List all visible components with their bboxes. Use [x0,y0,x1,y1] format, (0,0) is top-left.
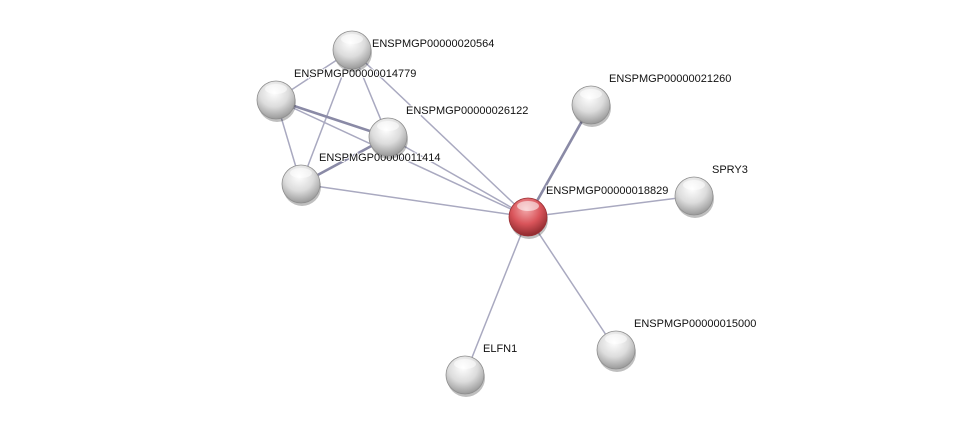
node-enspmgp00000011414[interactable] [281,164,321,206]
node-enspmgp00000021260[interactable] [571,85,611,127]
node-label: ELFN1 [483,343,517,355]
edge-enspmgp00000014779-enspmgp00000018829[interactable] [275,99,529,218]
edge-enspmgp00000018829-spry3[interactable] [527,195,695,218]
node-enspmgp00000020564[interactable] [332,30,372,72]
node-label: ENSPMGP00000021260 [609,73,731,85]
node-label: ENSPMGP00000011414 [319,152,441,164]
node-enspmgp00000014779[interactable] [256,80,296,122]
node-enspmgp00000026122[interactable] [368,117,408,159]
node-label: ENSPMGP00000020564 [372,38,494,50]
node-spry3[interactable] [674,176,714,218]
node-enspmgp00000015000[interactable] [596,330,636,372]
node-label: SPRY3 [712,164,748,176]
edge-enspmgp00000018829-enspmgp00000021260[interactable] [526,104,593,218]
edge-enspmgp00000026122-enspmgp00000018829[interactable] [387,136,529,218]
node-label: ENSPMGP00000026122 [406,105,528,117]
node-enspmgp00000018829[interactable] [508,197,548,239]
node-label: ENSPMGP00000015000 [634,318,756,330]
edge-enspmgp00000011414-enspmgp00000018829[interactable] [300,183,529,218]
node-label: ENSPMGP00000014779 [294,68,416,80]
edge-enspmgp00000014779-enspmgp00000026122[interactable] [275,98,389,139]
node-elfn1[interactable] [445,355,485,397]
edge-enspmgp00000020564-enspmgp00000018829[interactable] [351,49,529,218]
edge-enspmgp00000018829-elfn1[interactable] [464,216,529,376]
edge-enspmgp00000018829-enspmgp00000015000[interactable] [527,216,617,351]
node-label: ENSPMGP00000018829 [546,185,668,197]
